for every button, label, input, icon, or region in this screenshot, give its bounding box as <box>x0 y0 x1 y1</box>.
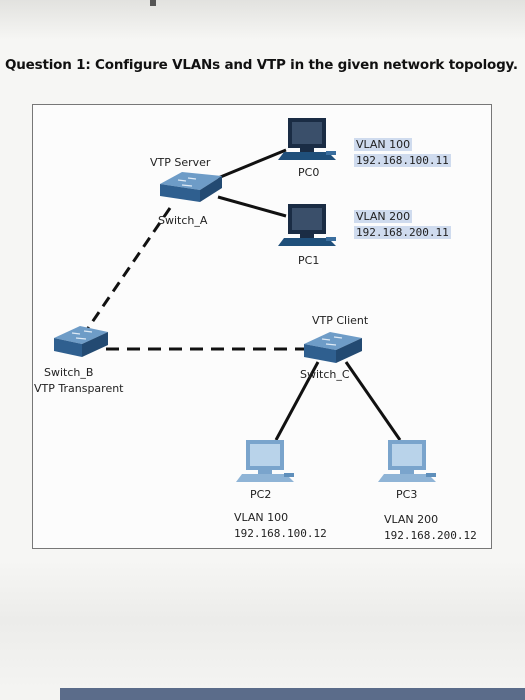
pc3-vlan: VLAN 200 <box>384 513 439 526</box>
switch-b-name: Switch_B <box>44 366 94 379</box>
pc0-ip: 192.168.100.11 <box>354 154 451 167</box>
switch-a-icon <box>160 172 222 202</box>
pc2-icon <box>236 440 294 482</box>
switch-a-name: Switch_A <box>158 214 208 227</box>
pc2-name: PC2 <box>250 488 272 501</box>
pc2-vlan: VLAN 100 <box>234 511 289 524</box>
bottom-edge-bar <box>60 688 525 700</box>
link-switch-c-pc3 <box>344 361 402 441</box>
pc3-ip: 192.168.200.12 <box>384 529 477 542</box>
pc2-ip: 192.168.100.12 <box>234 527 327 540</box>
pc3-icon <box>378 440 436 482</box>
link-switch-a-pc1 <box>217 195 287 218</box>
switch-c-icon <box>304 332 362 363</box>
pc0-name: PC0 <box>298 166 320 179</box>
link-switch-a-pc0 <box>217 148 287 180</box>
switch-b-icon <box>54 326 108 357</box>
pc1-vlan: VLAN 200 <box>354 210 413 223</box>
pc1-name: PC1 <box>298 254 320 267</box>
pc0-vlan: VLAN 100 <box>354 138 413 151</box>
pc1-icon <box>278 204 336 246</box>
pc0-icon <box>278 118 336 160</box>
link-switch-a-switch-b <box>78 207 172 341</box>
switch-c-name: Switch_C <box>300 368 350 381</box>
page-edge-mark <box>150 0 156 6</box>
link-switch-c-pc2 <box>274 361 320 441</box>
pc3-name: PC3 <box>396 488 418 501</box>
pc1-ip: 192.168.200.11 <box>354 226 451 239</box>
switch-b-role: VTP Transparent <box>34 382 124 395</box>
question-title: Question 1: Configure VLANs and VTP in t… <box>5 57 518 73</box>
switch-c-role: VTP Client <box>312 314 369 327</box>
switch-a-role: VTP Server <box>150 156 211 169</box>
